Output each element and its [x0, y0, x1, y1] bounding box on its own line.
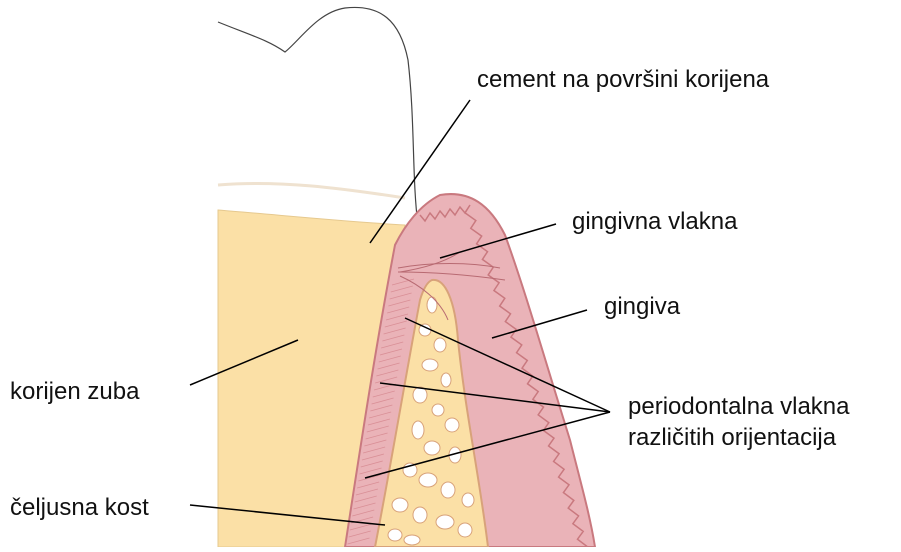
bone-marrow-space	[432, 404, 444, 416]
bone-marrow-space	[412, 421, 424, 439]
bone-marrow-space	[422, 359, 438, 371]
tooth-crown-outline	[218, 7, 418, 225]
label-cement: cement na površini korijena	[477, 66, 769, 94]
bone-marrow-space	[434, 338, 446, 352]
bone-marrow-space	[441, 373, 451, 387]
bone-marrow-space	[458, 523, 472, 537]
bone-marrow-space	[427, 297, 437, 313]
bone-marrow-space	[441, 482, 455, 498]
label-root: korijen zuba	[10, 378, 139, 406]
bone-marrow-space	[392, 498, 408, 512]
bone-marrow-space	[436, 515, 454, 529]
label-periodontal-line1: periodontalna vlakna	[628, 393, 850, 421]
bone-marrow-space	[413, 507, 427, 523]
label-jaw-bone: čeljusna kost	[10, 494, 149, 522]
label-gingival-fibers: gingivna vlakna	[572, 208, 737, 236]
bone-marrow-space	[419, 473, 437, 487]
bone-marrow-space	[462, 493, 474, 507]
label-periodontal-line2: različitih orijentacija	[628, 424, 836, 452]
bone-marrow-space	[388, 529, 402, 541]
enamel-line	[218, 183, 405, 198]
bone-marrow-space	[445, 418, 459, 432]
bone-marrow-space	[424, 441, 440, 455]
label-gingiva: gingiva	[604, 293, 680, 321]
bone-marrow-space	[404, 535, 420, 545]
